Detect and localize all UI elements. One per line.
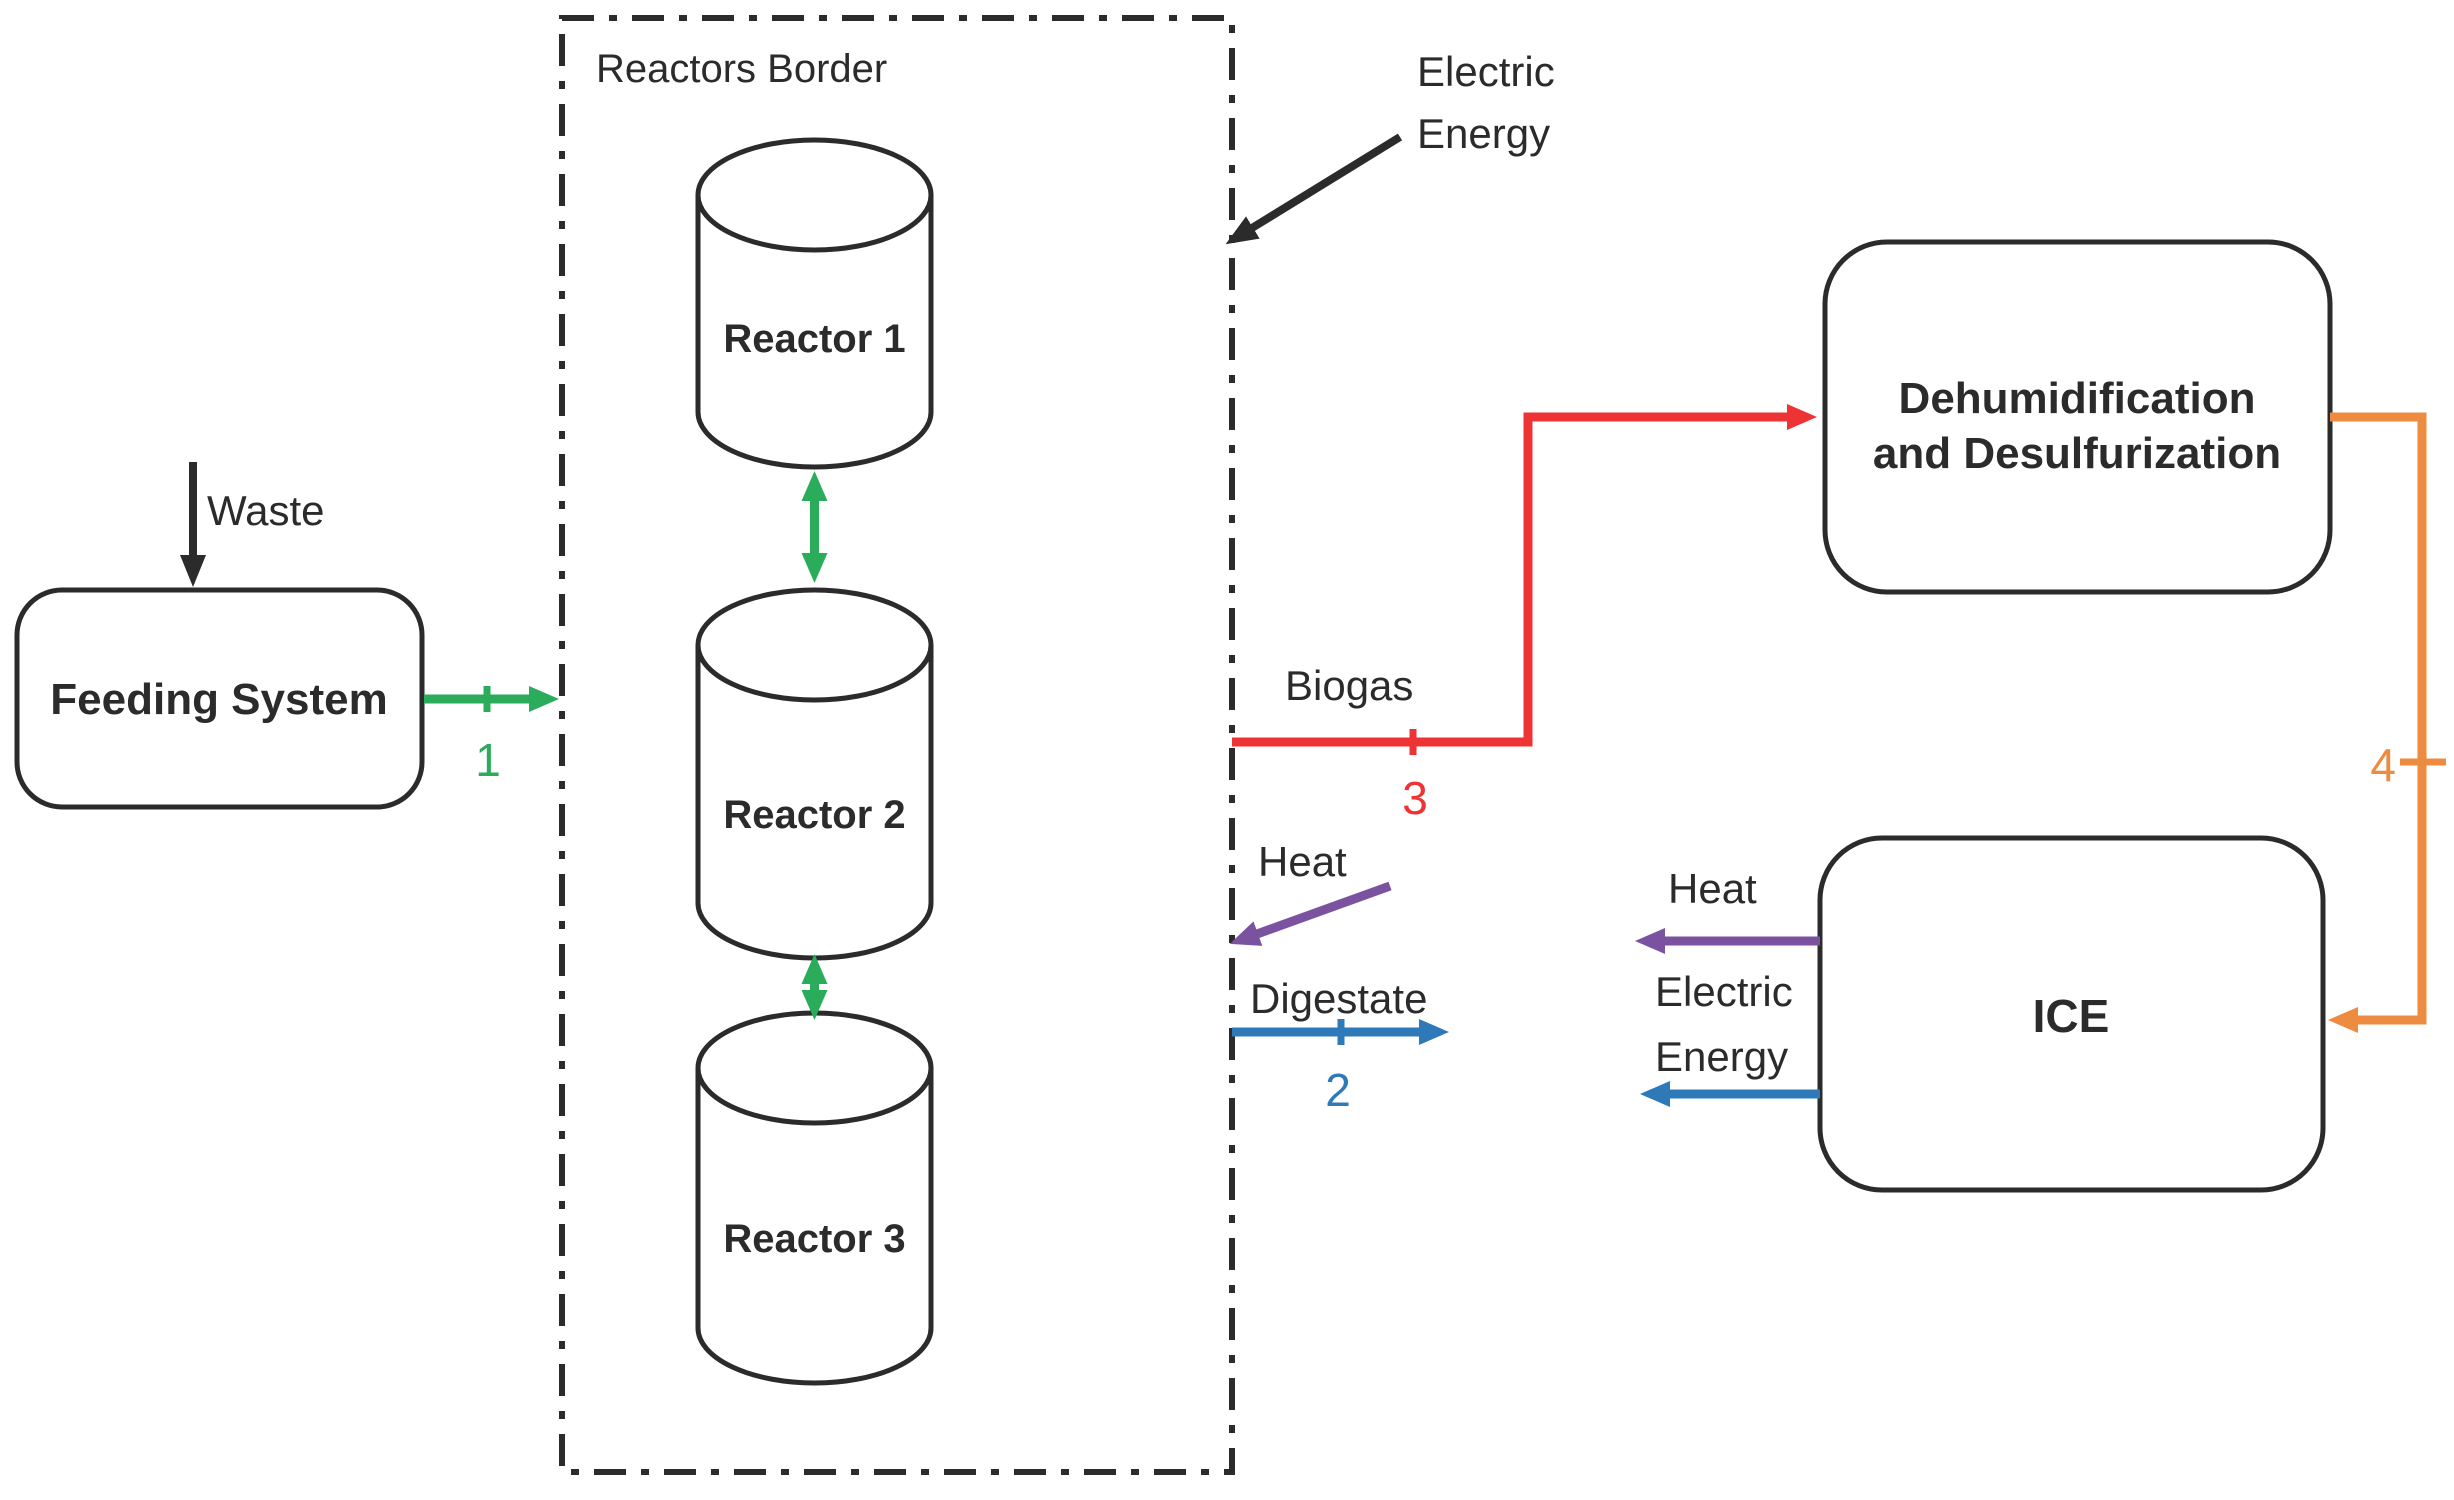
feeding-system-node: Feeding System bbox=[14, 587, 425, 810]
digestate-flow: Digestate 2 bbox=[1232, 975, 1449, 1116]
reactor-3-body bbox=[695, 1068, 934, 1386]
feed-number: 1 bbox=[475, 734, 501, 786]
biogas-flow: Biogas 3 bbox=[1232, 404, 1817, 824]
electric-energy-out-label-line1: Electric bbox=[1655, 968, 1793, 1015]
reactors-border-label: Reactors Border bbox=[596, 47, 887, 91]
ice-node: ICE bbox=[1817, 835, 2326, 1193]
electric-energy-in-label-line2: Energy bbox=[1417, 110, 1550, 157]
reactors-border-box bbox=[559, 15, 1235, 1475]
reactor-2-label: Reactor 2 bbox=[723, 793, 905, 837]
feed-flow: 1 bbox=[424, 686, 559, 786]
ice-label: ICE bbox=[2033, 990, 2110, 1042]
reactor-1-body bbox=[695, 195, 934, 470]
reactor-2-top bbox=[695, 587, 934, 703]
feeding-system-box bbox=[14, 587, 425, 810]
electric-energy-in-arrow bbox=[1225, 133, 1403, 245]
biogas-number: 3 bbox=[1402, 772, 1428, 824]
digestate-number: 2 bbox=[1325, 1064, 1351, 1116]
electric-energy-out-label-line2: Energy bbox=[1655, 1033, 1788, 1080]
clean-biogas-number: 4 bbox=[2370, 739, 2396, 791]
clean-biogas-arrow bbox=[2328, 412, 2427, 1033]
waste-flow: Waste bbox=[180, 462, 324, 587]
reactor-1-top bbox=[695, 137, 934, 253]
reactor-1-node: Reactor 1 bbox=[695, 137, 934, 470]
dehumidification-label-line1: Dehumidification bbox=[1899, 374, 2256, 423]
ice-box bbox=[1817, 835, 2326, 1193]
waste-label: Waste bbox=[207, 487, 324, 534]
electric-energy-in-flow: Electric Energy bbox=[1225, 48, 1555, 245]
heat-to-reactors-arrow bbox=[1229, 881, 1392, 946]
reactor-2-node: Reactor 2 bbox=[695, 587, 934, 961]
heat-from-ice-flow: Heat bbox=[1635, 865, 1820, 954]
dehumidification-node: Dehumidification and Desulfurization bbox=[1822, 239, 2333, 595]
biogas-label: Biogas bbox=[1285, 662, 1413, 709]
electric-energy-in-label-line1: Electric bbox=[1417, 48, 1555, 95]
heat-to-reactors-flow: Heat bbox=[1229, 838, 1392, 946]
clean-biogas-flow: 4 bbox=[2328, 412, 2446, 1033]
biogas-arrow bbox=[1232, 404, 1817, 747]
heat-from-ice-label: Heat bbox=[1668, 865, 1757, 912]
digestate-label: Digestate bbox=[1250, 975, 1427, 1022]
electric-energy-out-flow: Electric Energy bbox=[1640, 968, 1820, 1107]
reactor-3-label: Reactor 3 bbox=[723, 1217, 905, 1261]
feeding-system-label: Feeding System bbox=[50, 675, 387, 724]
dehumidification-label-line2: and Desulfurization bbox=[1873, 429, 2281, 478]
heat-to-reactors-label: Heat bbox=[1258, 838, 1347, 885]
reactor-1-label: Reactor 1 bbox=[723, 317, 905, 361]
reactor-3-top bbox=[695, 1010, 934, 1126]
reactor-3-node: Reactor 3 bbox=[695, 1010, 934, 1386]
